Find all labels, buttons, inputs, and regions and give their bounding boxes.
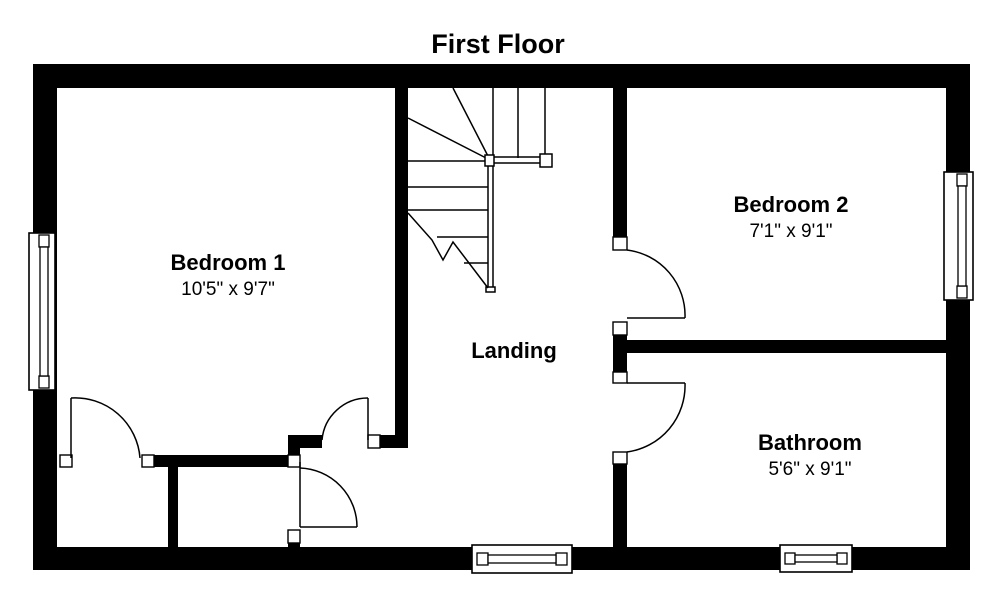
window-glazing bbox=[794, 554, 838, 563]
closet1-door bbox=[70, 397, 141, 459]
outer-wall-right bbox=[946, 64, 970, 570]
window-glazing bbox=[487, 554, 557, 564]
closet1-door-jamb-left bbox=[59, 454, 73, 468]
windows bbox=[28, 171, 974, 574]
doors bbox=[70, 249, 686, 528]
closet2-door-jamb-bottom bbox=[287, 529, 301, 544]
stair-stringer-foot bbox=[485, 286, 496, 293]
wall-bedroom1-south-right bbox=[380, 435, 408, 448]
window-bottom-landing bbox=[471, 544, 573, 574]
bathroom-door-arc bbox=[626, 382, 686, 453]
window-left bbox=[28, 232, 56, 391]
bedroom2-door-arc bbox=[626, 249, 686, 319]
bedroom2-dimensions: 7'1" x 9'1" bbox=[749, 221, 832, 242]
wall-landing-east-bot bbox=[613, 464, 627, 548]
bedroom1-door-arc bbox=[321, 397, 369, 441]
bedroom2-label: Bedroom 2 bbox=[734, 192, 849, 217]
closet2-door bbox=[299, 462, 358, 528]
outer-wall-top bbox=[33, 64, 970, 88]
plan-title: First Floor bbox=[431, 29, 565, 59]
window-cap bbox=[38, 234, 50, 248]
window-glazing bbox=[957, 185, 967, 287]
stair-break-line bbox=[407, 212, 489, 289]
window-cap bbox=[476, 552, 489, 566]
wall-closet-front bbox=[154, 455, 288, 467]
bathroom-door-jamb-top bbox=[612, 371, 628, 384]
window-cap bbox=[836, 552, 848, 565]
wall-bedroom2-bathroom bbox=[627, 340, 946, 353]
landing-label: Landing bbox=[471, 338, 557, 363]
closet2-door-arc bbox=[299, 467, 358, 528]
bedroom2-door bbox=[626, 249, 686, 319]
window-cap bbox=[784, 552, 796, 565]
window-cap bbox=[956, 173, 968, 187]
bedroom1-door-jamb bbox=[367, 434, 381, 449]
room-labels: Bedroom 1 10'5" x 9'7" Bedroom 2 7'1" x … bbox=[171, 192, 862, 480]
bedroom2-door-jamb-top bbox=[612, 236, 628, 251]
window-cap bbox=[956, 285, 968, 299]
wall-jog-lower bbox=[288, 543, 300, 548]
wall-landing-east-mid bbox=[613, 335, 627, 372]
bathroom-door-jamb-bottom bbox=[612, 451, 628, 465]
closet1-door-arc bbox=[70, 397, 141, 459]
staircase bbox=[407, 87, 553, 293]
closet2-door-jamb-top bbox=[287, 454, 301, 468]
window-bottom-bathroom bbox=[779, 544, 853, 573]
wall-landing-east-top bbox=[613, 88, 627, 237]
window-cap bbox=[555, 552, 568, 566]
stair-winder bbox=[452, 87, 491, 161]
stair-newel-post bbox=[484, 154, 495, 167]
bedroom2-door-jamb-bottom bbox=[612, 321, 628, 336]
bedroom1-dimensions: 10'5" x 9'7" bbox=[181, 279, 275, 300]
window-right bbox=[943, 171, 974, 301]
window-cap bbox=[38, 375, 50, 389]
window-glazing bbox=[39, 246, 49, 377]
interior-walls bbox=[154, 88, 946, 548]
door-jambs bbox=[59, 236, 628, 544]
bedroom1-label: Bedroom 1 bbox=[171, 250, 286, 275]
bedroom1-door bbox=[321, 397, 369, 441]
wall-jog-upper bbox=[288, 447, 300, 456]
bathroom-door bbox=[626, 382, 686, 453]
stair-winder bbox=[407, 117, 491, 161]
stair-end-post bbox=[539, 153, 553, 168]
wall-closet-divider bbox=[168, 467, 178, 548]
wall-bedroom1-south-left bbox=[288, 435, 322, 448]
bathroom-label: Bathroom bbox=[758, 430, 862, 455]
wall-bedroom1-landing bbox=[395, 88, 408, 448]
closet1-door-jamb-right bbox=[141, 454, 155, 468]
bathroom-dimensions: 5'6" x 9'1" bbox=[768, 459, 851, 480]
